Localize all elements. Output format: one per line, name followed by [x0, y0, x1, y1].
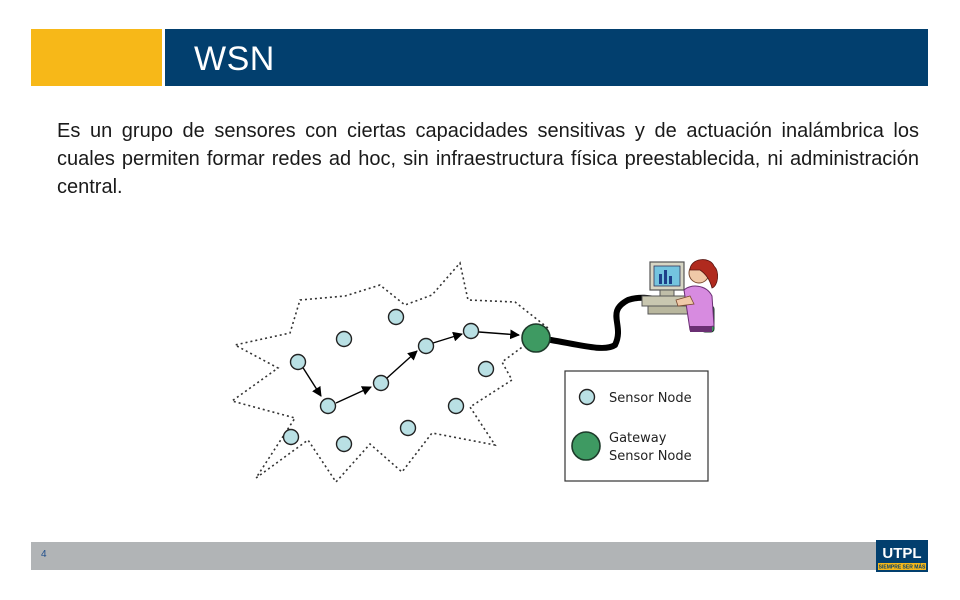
svg-text:SIEMPRE SER MÁS: SIEMPRE SER MÁS: [879, 564, 926, 571]
sensor-node: [335, 330, 353, 348]
header-bar: WSN: [165, 29, 928, 86]
sensor-nodes: [282, 308, 495, 453]
header-accent-block: [31, 29, 162, 86]
sensor-node: [282, 428, 300, 446]
utpl-logo: UTPL SIEMPRE SER MÁS: [876, 540, 928, 572]
sensor-node: [447, 397, 465, 415]
legend-gateway-label-line1: Gateway: [609, 431, 667, 446]
legend-sensor-label: Sensor Node: [609, 391, 692, 406]
workstation-icon: [641, 259, 718, 333]
svg-text:UTPL: UTPL: [882, 545, 921, 562]
legend-sensor-node-icon: [578, 388, 596, 406]
sensor-node: [387, 308, 405, 326]
sensor-node: [399, 419, 417, 437]
network-area-outline: [230, 261, 550, 484]
sensor-node: [335, 435, 353, 453]
gateway-node: [521, 323, 551, 353]
sensor-node: [477, 360, 495, 378]
sensor-node: [417, 337, 435, 355]
page-number: 4: [41, 549, 47, 560]
definition-paragraph: Es un grupo de sensores con ciertas capa…: [57, 120, 919, 198]
page-title: WSN: [194, 40, 275, 78]
sensor-node: [462, 322, 480, 340]
sensor-node: [319, 397, 337, 415]
sensor-node: [289, 353, 307, 371]
legend-gateway-label-line2: Sensor Node: [609, 449, 692, 464]
sensor-node: [372, 374, 390, 392]
wsn-diagram: Sensor Node Gateway Sensor Node: [230, 259, 718, 484]
footer-bar: 4: [31, 542, 928, 570]
routing-path: [299, 329, 520, 404]
legend: Sensor Node Gateway Sensor Node: [564, 370, 709, 482]
legend-gateway-node-icon: [571, 431, 601, 461]
